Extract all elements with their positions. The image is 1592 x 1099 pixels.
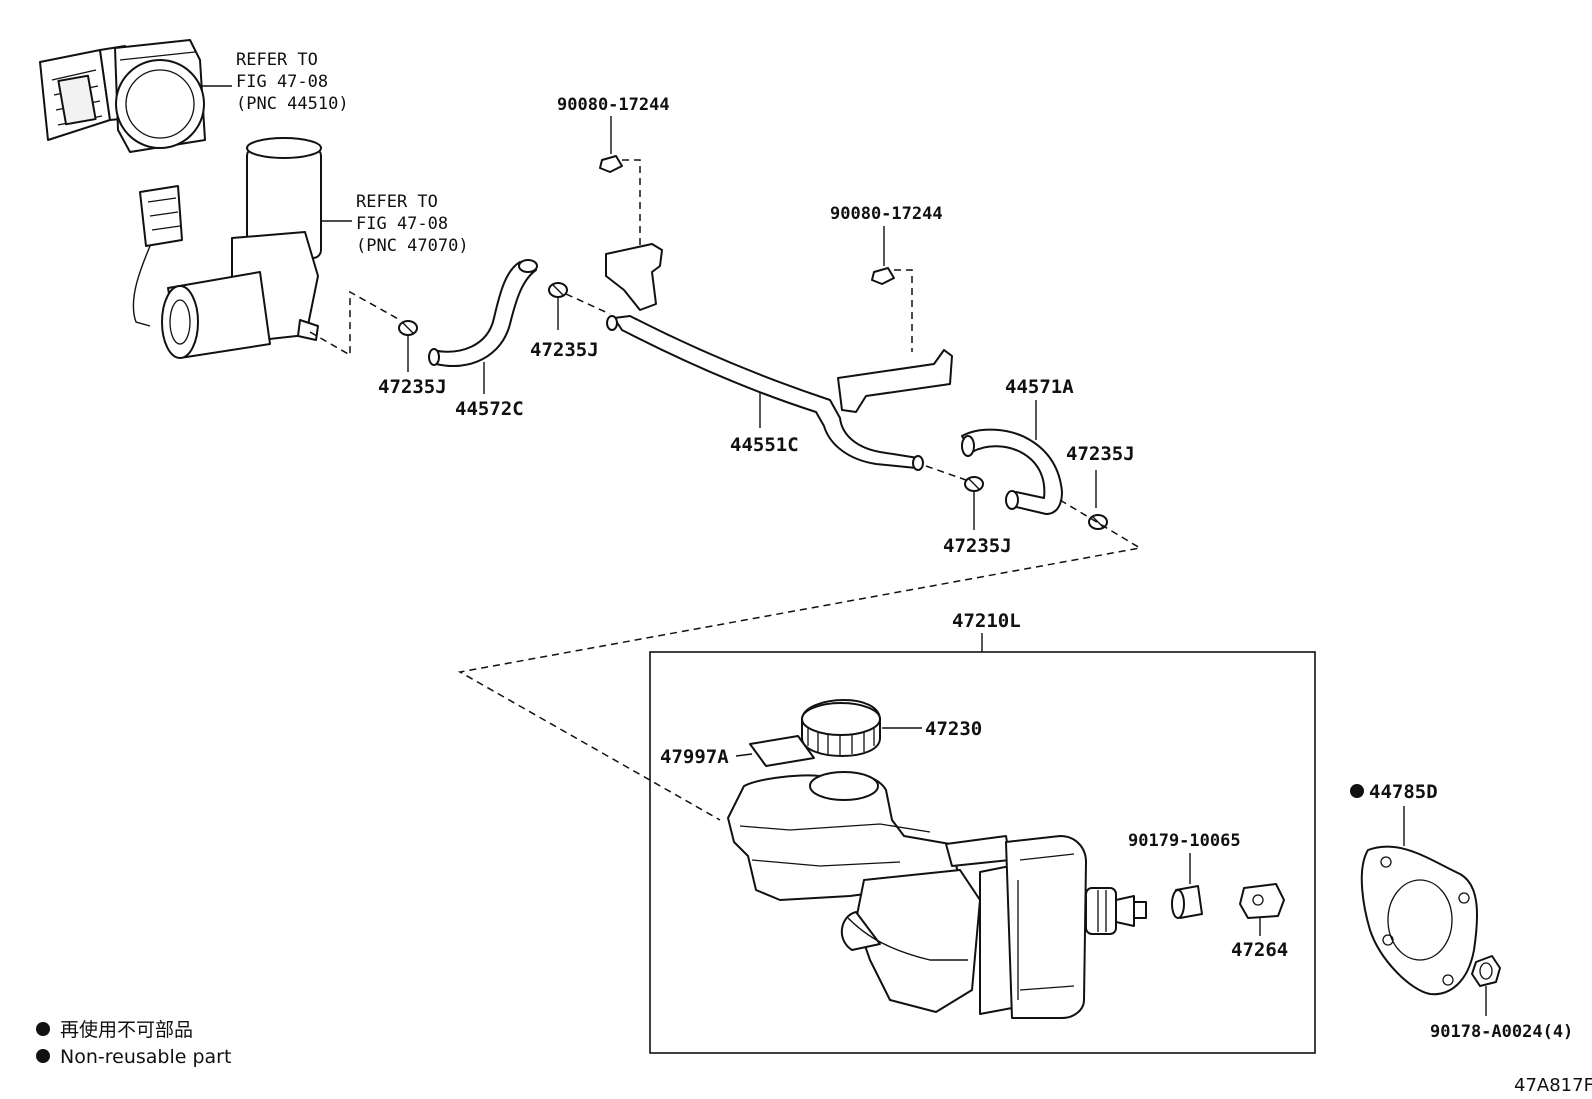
label-sheet: [749, 735, 815, 767]
reference-note-47070: REFER TO FIG 47-08 (PNC 47070): [356, 192, 469, 256]
hose-right: [961, 428, 1063, 515]
non-reusable-marker: [1350, 784, 1364, 798]
hose-left: [428, 259, 538, 368]
label-bolt-top: 90080-17244: [557, 95, 670, 115]
assembly-box: [649, 651, 1316, 1054]
ref-line-1: REFER TO: [356, 192, 438, 212]
hose-clip-mid: [548, 282, 568, 298]
label-assembly: 47210L: [952, 610, 1021, 632]
label-pipe: 44551C: [730, 434, 799, 456]
bolt-mid: [871, 267, 895, 285]
hose-clip-right-bottom: [964, 476, 984, 492]
master-cylinder-assembly: [727, 771, 1147, 1019]
label-hose-right: 44571A: [1005, 376, 1074, 398]
legend-bullet-en: [36, 1049, 50, 1063]
label-clip-right-top: 47235J: [1066, 443, 1135, 465]
small-bracket: [1239, 883, 1285, 919]
reference-note-44510: REFER TO FIG 47-08 (PNC 44510): [236, 50, 349, 114]
ref-line-2: FIG 47-08: [356, 214, 448, 234]
reservoir-cap: [801, 699, 881, 757]
label-bolt-mid: 90080-17244: [830, 204, 943, 224]
label-small-bracket: 47264: [1231, 939, 1288, 961]
pump-motor-illustration: [132, 137, 322, 359]
ref-line-1: REFER TO: [236, 50, 318, 70]
label-clip-right-bottom: 47235J: [943, 535, 1012, 557]
diagram-id: 47A817F: [1514, 1075, 1592, 1096]
label-clip-left: 47235J: [378, 376, 447, 398]
label-clip-mid: 47235J: [530, 339, 599, 361]
legend: 再使用不可部品 Non-reusable part: [36, 1019, 231, 1068]
grommet: [1171, 885, 1203, 919]
legend-text-jp: 再使用不可部品: [60, 1019, 193, 1041]
label-cap: 47230: [925, 718, 982, 740]
bolt-top: [599, 155, 623, 173]
ref-line-3: (PNC 47070): [356, 236, 469, 256]
hose-clip-left: [398, 320, 418, 336]
gasket: [1360, 845, 1479, 996]
legend-bullet-jp: [36, 1022, 50, 1036]
nut: [1471, 955, 1501, 987]
label-label-sheet: 47997A: [660, 746, 729, 768]
brake-pipe: [605, 243, 953, 471]
label-hose-left: 44572C: [455, 398, 524, 420]
ref-line-2: FIG 47-08: [236, 72, 328, 92]
label-grommet: 90179-10065: [1128, 831, 1241, 851]
legend-text-en: Non-reusable part: [60, 1046, 231, 1068]
label-gasket: 44785D: [1369, 781, 1438, 803]
ref-line-3: (PNC 44510): [236, 94, 349, 114]
abs-actuator-illustration: [39, 39, 206, 153]
label-nut: 90178-A0024(4): [1430, 1022, 1573, 1042]
